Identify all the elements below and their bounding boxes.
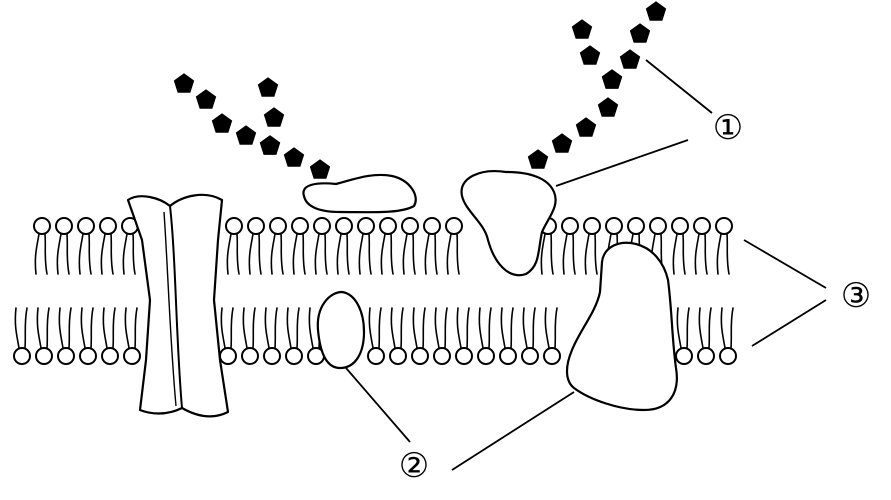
sugar-unit <box>195 89 217 109</box>
phospholipid <box>121 217 139 275</box>
phospholipid <box>675 307 693 365</box>
sugar-unit <box>235 125 257 145</box>
phospholipid <box>57 307 75 365</box>
phospholipid <box>445 217 463 275</box>
sugar-unit <box>309 159 331 179</box>
phospholipid <box>225 217 243 275</box>
sugar-unit <box>619 49 641 69</box>
phospholipid <box>263 307 281 365</box>
phospholipid <box>99 217 117 275</box>
phospholipid <box>671 217 689 275</box>
label-1: ① <box>713 108 743 148</box>
glycoprotein <box>460 170 557 277</box>
phospholipid <box>219 307 237 365</box>
label-2-marker: ② <box>399 446 429 486</box>
label-2: ② <box>399 446 429 486</box>
sugar-unit <box>259 135 281 155</box>
phospholipid <box>269 217 287 275</box>
embedded-protein-small <box>316 290 366 370</box>
phospholipid <box>357 217 375 275</box>
phospholipid <box>583 217 601 275</box>
phospholipid <box>123 307 141 365</box>
phospholipid <box>379 217 397 275</box>
phospholipid <box>499 307 517 365</box>
sugar-unit <box>579 45 601 65</box>
phospholipid <box>561 217 579 275</box>
sugar-unit <box>211 113 233 133</box>
channel-protein <box>126 193 230 418</box>
phospholipid <box>693 217 711 275</box>
phospholipid <box>285 307 303 365</box>
phospholipid <box>605 217 623 275</box>
phospholipid <box>401 217 419 275</box>
carbohydrate-chains <box>173 1 667 179</box>
phospholipid <box>719 307 737 365</box>
peripheral-protein <box>302 173 417 214</box>
phospholipid <box>477 307 495 365</box>
phospholipid-bilayer <box>13 217 737 365</box>
phospholipid <box>35 307 53 365</box>
sugar-unit <box>575 117 597 137</box>
label-leaders <box>345 59 827 471</box>
phospholipid <box>411 307 429 365</box>
phospholipid <box>291 217 309 275</box>
phospholipid <box>247 217 265 275</box>
sugar-unit <box>527 149 549 169</box>
phospholipid <box>313 217 331 275</box>
phospholipid <box>79 307 97 365</box>
phospholipid <box>543 307 561 365</box>
sugar-unit <box>645 1 667 21</box>
phospholipid <box>33 217 51 275</box>
phospholipid <box>697 307 715 365</box>
phospholipid <box>55 217 73 275</box>
label-3: ③ <box>841 276 871 316</box>
sugar-unit <box>263 107 285 127</box>
phospholipid <box>521 307 539 365</box>
phospholipid <box>455 307 473 365</box>
phospholipid <box>367 307 385 365</box>
sugar-unit <box>601 69 623 89</box>
sugar-unit <box>283 147 305 167</box>
sugar-unit <box>257 77 279 97</box>
phospholipid <box>13 307 31 365</box>
embedded-protein-large <box>565 241 678 412</box>
label-3-marker: ③ <box>841 276 871 316</box>
phospholipid <box>433 307 451 365</box>
sugar-unit <box>597 97 619 117</box>
sugar-unit <box>629 23 651 43</box>
label-1-marker: ① <box>713 108 743 148</box>
phospholipid <box>423 217 441 275</box>
sugar-unit <box>173 73 195 93</box>
phospholipid <box>77 217 95 275</box>
phospholipid <box>715 217 733 275</box>
sugar-unit <box>571 19 593 39</box>
sugar-unit <box>551 133 573 153</box>
phospholipid <box>335 217 353 275</box>
phospholipid <box>101 307 119 365</box>
phospholipid <box>389 307 407 365</box>
phospholipid <box>241 307 259 365</box>
